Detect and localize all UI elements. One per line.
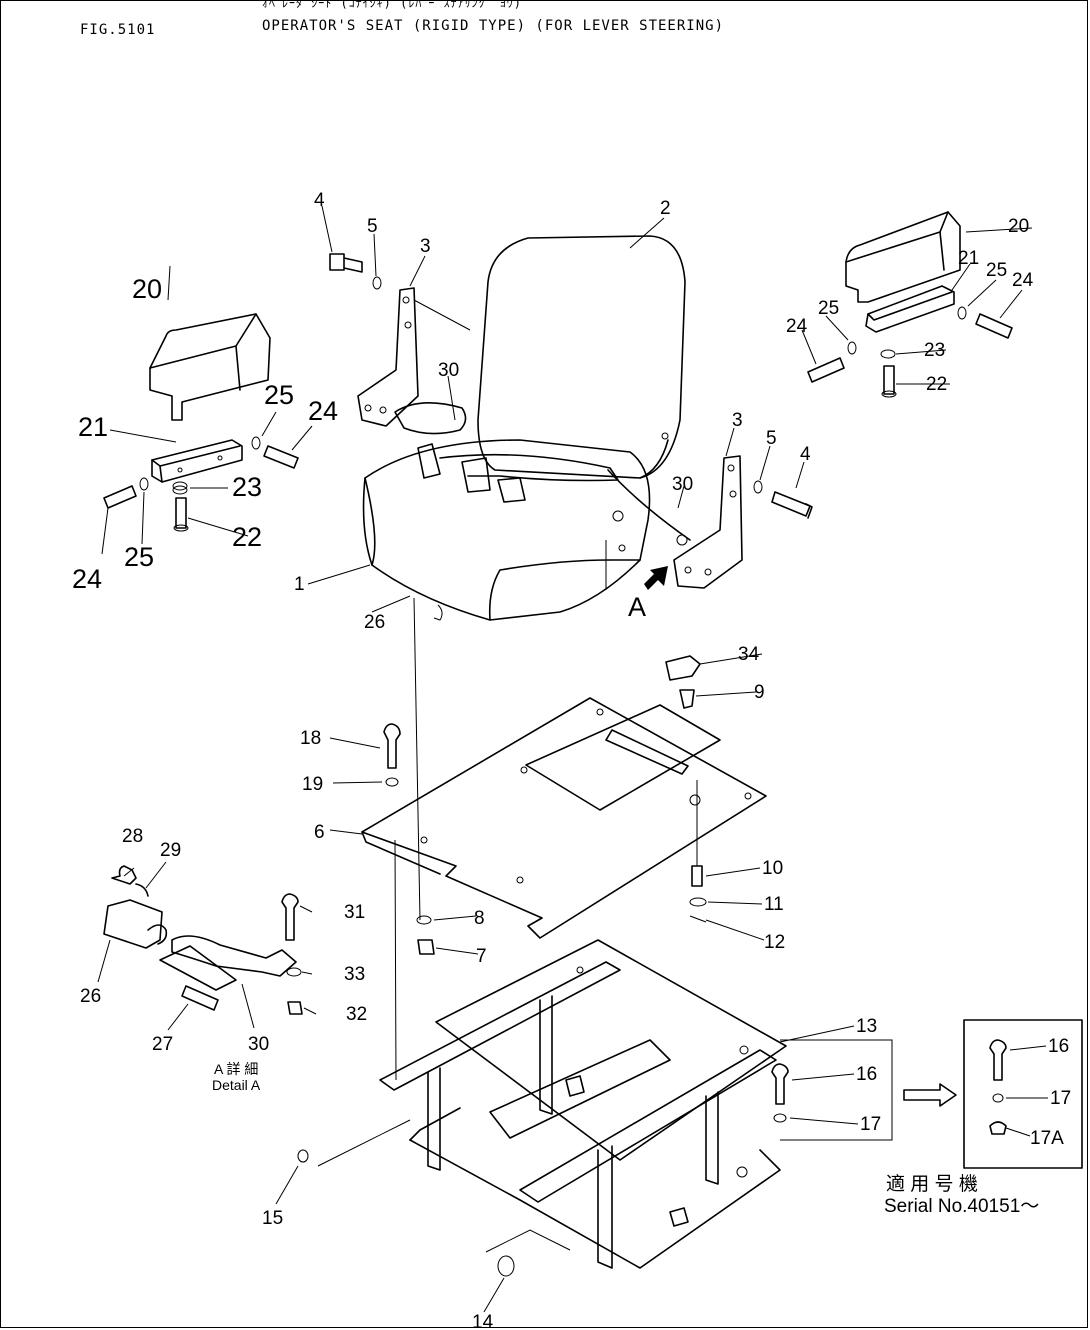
- serial-number: Serial No.40151～: [884, 1196, 1039, 1217]
- diagram-title: OPERATOR'S SEAT (RIGID TYPE) (FOR LEVER …: [262, 18, 725, 34]
- callout-21-right: 21: [958, 248, 979, 269]
- callout-17-serial: 17: [1050, 1088, 1071, 1109]
- callout-a: A: [628, 592, 646, 622]
- callout-26: 26: [364, 612, 385, 633]
- callout-21-left: 21: [78, 412, 108, 442]
- callout-11: 11: [764, 894, 784, 915]
- callout-4-right: 4: [800, 444, 811, 465]
- callout-31: 31: [344, 902, 365, 923]
- callout-17a: 17A: [1030, 1128, 1064, 1149]
- callout-25-left-bottom: 25: [124, 542, 154, 572]
- arrow-right-icon: [903, 1083, 957, 1107]
- detail-caption-jp: A 詳 細: [214, 1061, 258, 1077]
- callout-1: 1: [294, 574, 305, 595]
- callout-20-right: 20: [1008, 216, 1029, 237]
- callout-22-right: 22: [926, 374, 947, 395]
- detail-caption-en: Detail A: [212, 1077, 261, 1093]
- seat-icon: [362, 235, 691, 621]
- callout-labels: 1 2 3 3 4 4 5 5 6 7 8 9 10 11 12 13 14 1…: [72, 190, 1071, 1330]
- callout-16-serial: 16: [1048, 1036, 1069, 1057]
- callout-19: 19: [302, 774, 323, 795]
- callout-15: 15: [262, 1208, 283, 1229]
- callout-33: 33: [344, 964, 365, 985]
- callout-28: 28: [122, 826, 143, 847]
- callout-22-left: 22: [232, 522, 262, 552]
- callout-20-left: 20: [132, 274, 162, 304]
- callout-23-right: 23: [924, 340, 945, 361]
- callout-24-right-bottom: 24: [786, 316, 808, 337]
- callout-5-right: 5: [766, 428, 777, 449]
- figure-number: FIG.5101: [80, 22, 156, 38]
- callout-12: 12: [764, 932, 785, 953]
- callout-5-left: 5: [367, 216, 378, 237]
- callout-4-left: 4: [314, 190, 325, 211]
- callout-6: 6: [314, 822, 325, 843]
- callout-8: 8: [474, 908, 485, 929]
- japanese-title: ｵﾍﾟﾚｰﾀ ｼｰﾄ (ｺﾃｲｼｷ) (ﾚﾊﾞｰ ｽﾃｱﾘﾝｸﾞ ﾖｳ): [262, 0, 523, 10]
- callout-24-left-top: 24: [308, 396, 338, 426]
- callout-2: 2: [660, 198, 671, 219]
- callout-26-detail: 26: [80, 986, 101, 1007]
- callout-3-left: 3: [420, 236, 431, 257]
- callout-14: 14: [472, 1312, 494, 1330]
- callout-24-right-top: 24: [1012, 270, 1034, 291]
- callout-7: 7: [476, 946, 487, 967]
- callout-27: 27: [152, 1034, 173, 1055]
- callout-30-top: 30: [438, 360, 459, 381]
- callout-3-right: 3: [732, 410, 743, 431]
- callout-18: 18: [300, 728, 321, 749]
- callout-34: 34: [738, 644, 760, 665]
- callout-30-detail: 30: [248, 1034, 269, 1055]
- callout-25-right-bottom: 25: [818, 298, 839, 319]
- callout-9: 9: [754, 682, 765, 703]
- callout-23-left: 23: [232, 472, 262, 502]
- callout-25-right-top: 25: [986, 260, 1007, 281]
- callout-16: 16: [856, 1064, 877, 1085]
- callout-24-left-bottom: 24: [72, 564, 102, 594]
- callout-30-right: 30: [672, 474, 693, 495]
- callout-25-left-top: 25: [264, 380, 294, 410]
- callout-17: 17: [860, 1114, 881, 1135]
- callout-32: 32: [346, 1004, 367, 1025]
- callout-29: 29: [160, 840, 181, 861]
- callout-10: 10: [762, 858, 783, 879]
- serial-jp: 適 用 号 機: [886, 1173, 978, 1195]
- callout-13: 13: [856, 1016, 877, 1037]
